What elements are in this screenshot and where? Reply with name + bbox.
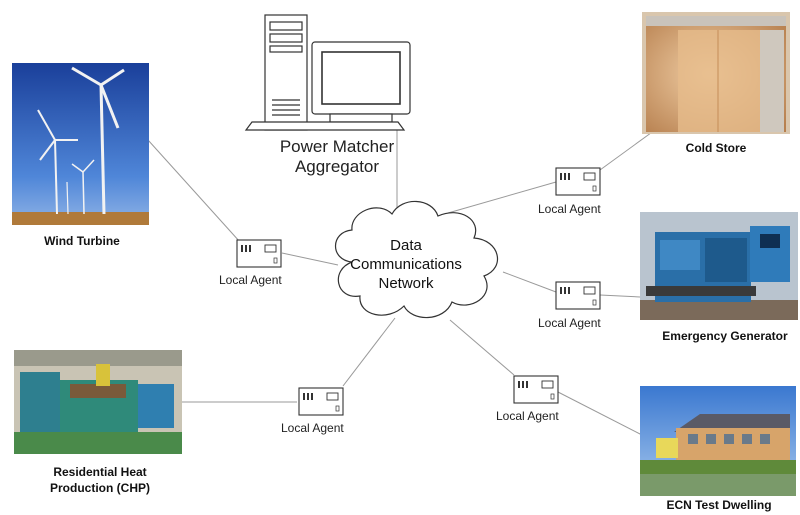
link-cloud-gen-agent: [502, 271, 557, 293]
emergency-generator-label: Emergency Generator: [662, 329, 788, 343]
agent-label-gen: Local Agent: [538, 316, 601, 330]
network-line1: Data: [390, 237, 422, 254]
link-cold-agent-photo: [599, 129, 656, 171]
aggregator-line1: Power Matcher: [279, 137, 395, 156]
wind-turbine-label: Wind Turbine: [44, 234, 120, 248]
link-cloud-cold-agent: [447, 181, 557, 214]
link-wind-photo-agent: [147, 139, 241, 243]
network-line2: Communications: [350, 256, 462, 273]
link-dwell-agent-photo: [557, 391, 643, 436]
aggregator-line2: Aggregator: [294, 157, 380, 176]
agent-label-cold: Local Agent: [538, 202, 601, 216]
agent-label-dwell: Local Agent: [496, 409, 559, 423]
link-gen-agent-photo: [599, 294, 641, 298]
ecn-dwelling-label: ECN Test Dwelling: [666, 498, 772, 512]
chp-label-line1: Residential Heat: [53, 465, 147, 479]
agent-label-wind: Local Agent: [219, 273, 282, 287]
network-line3: Network: [378, 275, 434, 292]
link-cloud-dwell-agent: [449, 319, 515, 376]
link-cloud-chp-agent: [342, 317, 396, 387]
network-label: Data Communications Network: [342, 236, 470, 293]
cold-store-label: Cold Store: [685, 141, 747, 155]
aggregator-label: Power Matcher Aggregator: [262, 137, 412, 177]
link-wind-agent-cloud: [281, 252, 339, 266]
chp-label-line2: Production (CHP): [50, 481, 150, 495]
chp-label: Residential Heat Production (CHP): [20, 464, 180, 496]
agent-label-chp: Local Agent: [281, 421, 344, 435]
